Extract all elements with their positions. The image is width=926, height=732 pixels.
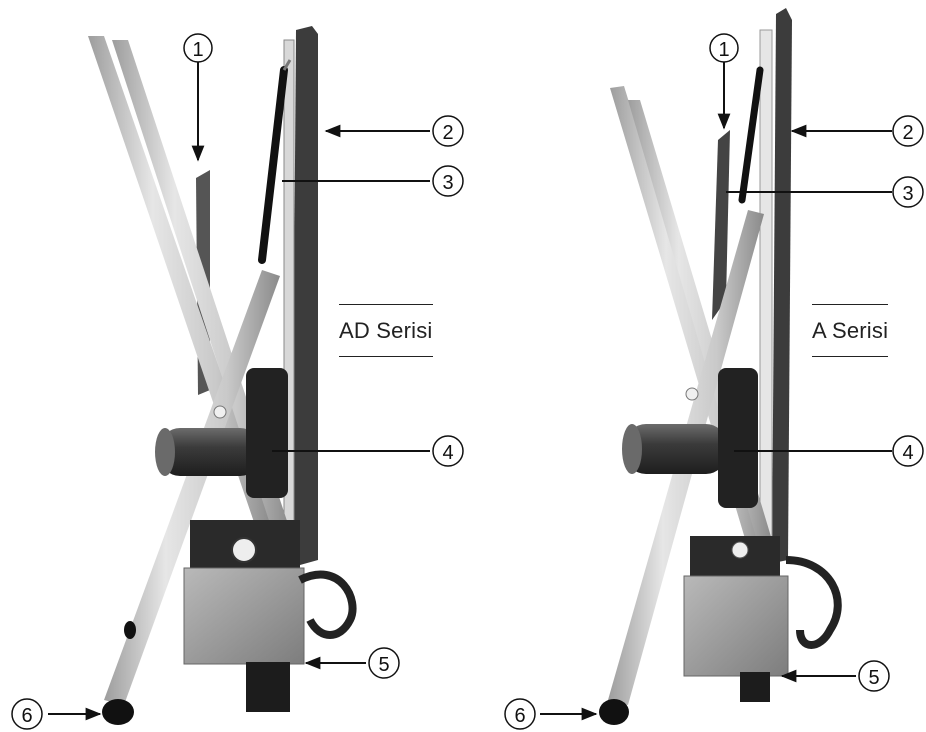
callout-2 [432, 115, 464, 147]
leg-b [112, 40, 290, 536]
callout-3 [432, 165, 464, 197]
motor-cap [622, 424, 642, 474]
gas-spring [258, 66, 288, 264]
callout-6 [504, 698, 536, 730]
label-rule-top [812, 304, 889, 305]
indicator [731, 541, 749, 559]
callout-2-label: 2 [442, 122, 453, 144]
series-label-ad-text: AD Serisi [339, 318, 433, 343]
callout-1 [183, 33, 213, 63]
callout-6-label: 6 [514, 705, 525, 727]
machine-left [88, 26, 357, 725]
hoses [785, 556, 842, 649]
control-box [683, 575, 789, 677]
gas-spring [738, 66, 764, 204]
control-box-top [690, 536, 780, 580]
callout-1-label: 1 [192, 39, 203, 61]
motor [626, 424, 726, 474]
leg-c [104, 270, 280, 705]
callout-5-label: 5 [868, 667, 879, 689]
bottom-housing [740, 672, 770, 702]
callout-5-label: 5 [378, 654, 389, 676]
callout-3 [892, 176, 924, 208]
callout-1 [709, 33, 739, 63]
pressure-gauge [231, 537, 257, 563]
foot [102, 699, 134, 725]
callout-4 [892, 435, 924, 467]
callout-5 [858, 660, 890, 692]
label-rule-top [339, 304, 433, 305]
callout-4-label: 4 [902, 442, 913, 464]
support-plate [712, 130, 730, 320]
machine-right [599, 8, 842, 725]
bottom-housing [246, 662, 290, 712]
label-rule-bottom [339, 356, 433, 357]
motor-cap [155, 428, 175, 476]
callout-5 [368, 647, 400, 679]
foot [599, 699, 629, 725]
hinge [213, 405, 227, 419]
pump-housing [246, 368, 288, 498]
callout-4 [432, 435, 464, 467]
back-board [772, 8, 792, 562]
series-label-ad: AD Serisi [339, 304, 433, 357]
back-board [292, 26, 318, 565]
callout-6-label: 6 [21, 705, 32, 727]
gas-spring-rod [282, 59, 292, 71]
series-label-a-text: A Serisi [812, 318, 889, 343]
label-rule-bottom [812, 356, 889, 357]
callouts-right: 1 2 3 4 5 6 [504, 33, 924, 730]
callout-3-label: 3 [902, 183, 913, 205]
callout-2 [892, 115, 924, 147]
callout-4-label: 4 [442, 442, 453, 464]
series-label-a: A Serisi [812, 304, 889, 357]
callouts-left: 1 2 3 4 5 6 [11, 33, 464, 730]
foot-back [124, 621, 136, 639]
control-box [183, 567, 305, 665]
hinge [685, 387, 699, 401]
callout-6 [11, 698, 43, 730]
callout-2-label: 2 [902, 122, 913, 144]
callout-1-label: 1 [718, 39, 729, 61]
pump-housing [718, 368, 758, 508]
board-frame [759, 29, 773, 561]
motor [160, 428, 260, 476]
callout-3-label: 3 [442, 172, 453, 194]
hoses [298, 570, 357, 639]
